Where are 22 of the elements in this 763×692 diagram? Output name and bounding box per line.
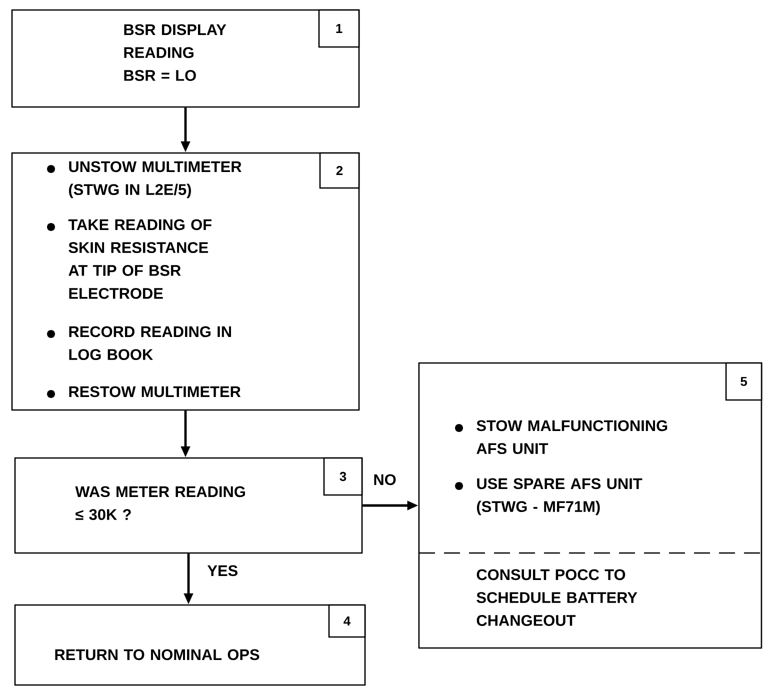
step-text: UNSTOW MULTIMETER (STWG IN L2E/5) — [68, 161, 242, 198]
process-box — [418, 362, 762, 649]
step-text: USE SPARE AFS UNIT (STWG - MF71M) — [476, 478, 642, 516]
step-text: STOW MALFUNCTIONING AFS UNIT — [476, 420, 668, 454]
edge-label: NO — [372, 473, 398, 486]
step-number-box: 4 — [328, 604, 366, 638]
step-number-box: 3 — [323, 457, 363, 496]
process-box — [14, 604, 366, 686]
step-text: RETURN TO NOMINAL OPS — [55, 649, 260, 660]
step-text: RECORD READING IN LOG BOOK — [69, 326, 231, 360]
step-text: WAS METER READING ≤ 30K ? — [75, 486, 245, 520]
step-text: RESTOW MULTIMETER — [69, 386, 241, 398]
step-number-box: 2 — [319, 152, 360, 189]
step-number-box: 1 — [318, 9, 360, 48]
process-box — [14, 457, 363, 554]
step-text: BSR DISPLAY READING BSR = LO — [124, 24, 226, 81]
step-number-box: 5 — [725, 362, 762, 401]
edge-label: YES — [206, 564, 240, 578]
process-box — [11, 152, 360, 411]
step-text: CONSULT POCC TO SCHEDULE BATTERY CHANGEOUT — [476, 569, 638, 626]
step-text: TAKE READING OF SKIN RESISTANCE AT TIP OF BSR ELECTRODE — [68, 219, 212, 299]
process-box — [11, 9, 360, 108]
